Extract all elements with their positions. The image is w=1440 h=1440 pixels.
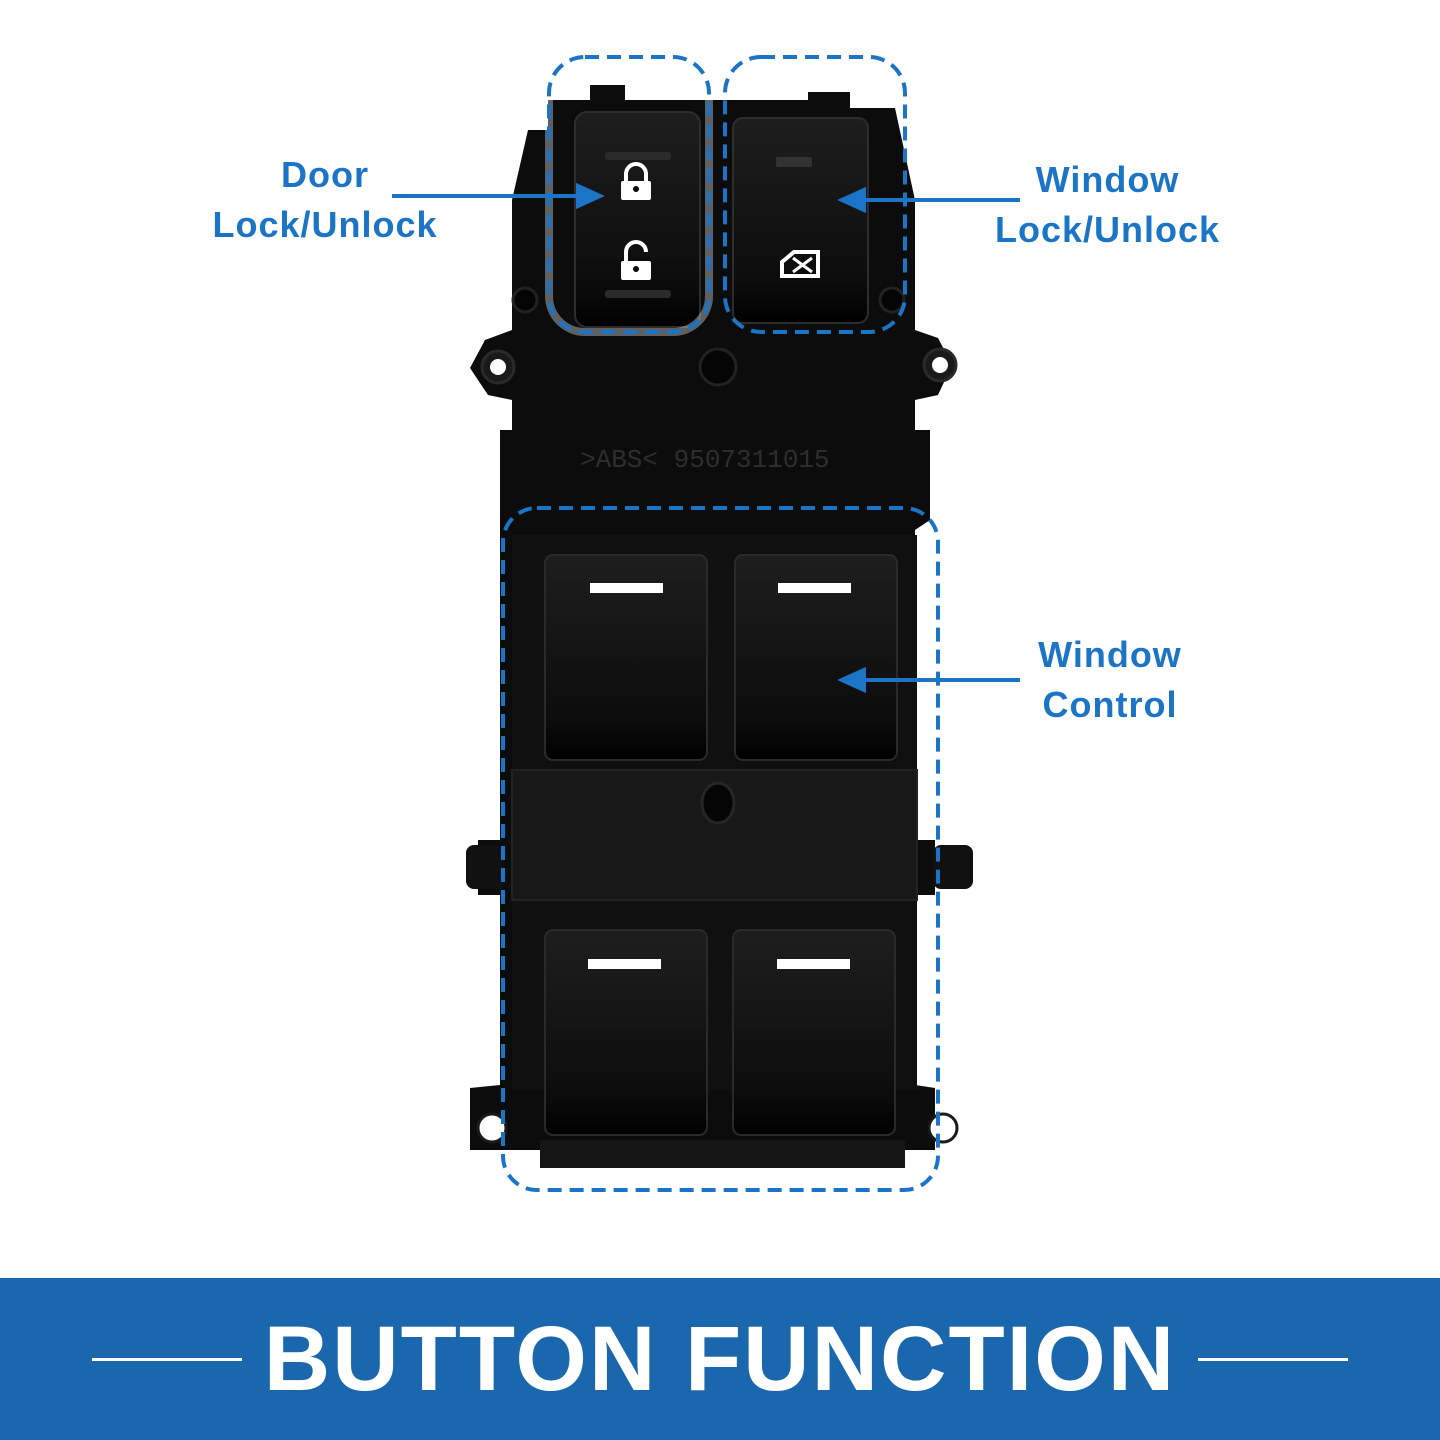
window-lock-icon [780,250,820,278]
lock-closed-icon [621,162,651,200]
callout-line: Lock/Unlock [994,209,1221,250]
callout-line: Door [281,154,369,195]
title-banner: BUTTON FUNCTION [0,1278,1440,1440]
window-lock-callout: Window Lock/Unlock [965,155,1250,255]
product-photo: >ABS< 9507311015 [190,53,1250,1192]
banner-title: BUTTON FUNCTION [263,1307,1177,1410]
banner-rule-left [91,1357,242,1361]
door-lock-callout: Door Lock/Unlock [190,150,460,250]
door-lock-switch [574,111,701,328]
window-switch-illustration: >ABS< 9507311015 [392,53,1020,1192]
callout-line: Window [1035,159,1180,200]
window-switch-front-right [734,554,898,761]
window-switch-rear-right [732,929,896,1136]
window-control-callout: Window Control [1000,630,1220,730]
window-lock-switch [732,117,869,324]
callout-line: Window [1038,634,1182,675]
window-switch-rear-left [544,929,708,1136]
banner-rule-right [1198,1357,1349,1361]
callout-line: Control [1042,684,1178,725]
lock-open-icon [621,240,651,280]
window-switch-front-left [544,554,708,761]
window-control-highlight [501,506,940,1192]
callout-line: Lock/Unlock [212,204,438,245]
window-lock-highlight [723,55,907,334]
molded-part-number: >ABS< 9507311015 [580,445,830,475]
